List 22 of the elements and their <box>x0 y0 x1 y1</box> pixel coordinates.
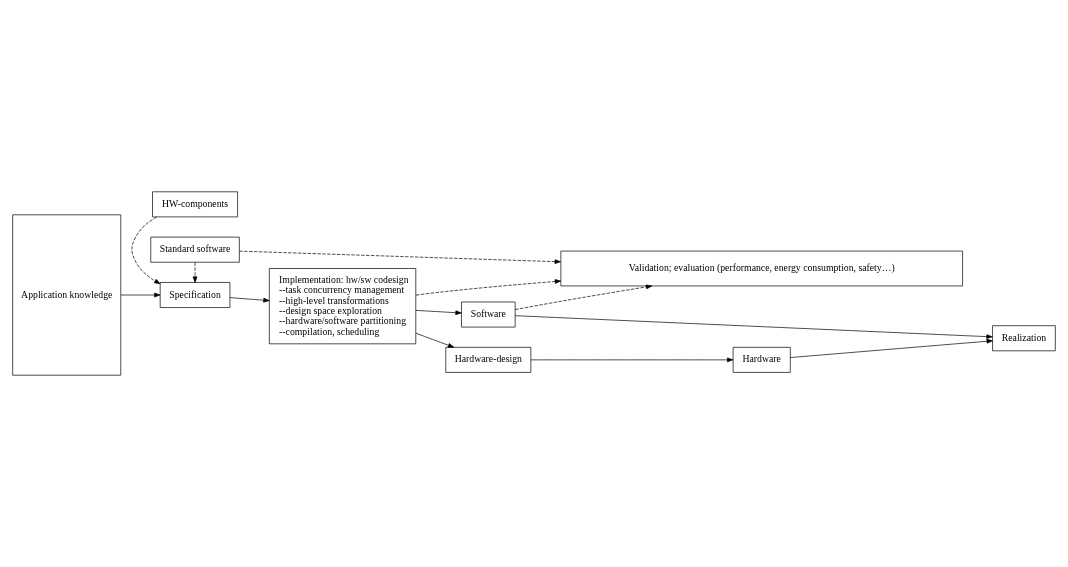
arrow <box>415 279 562 296</box>
arrow <box>131 216 161 285</box>
node-box: Standard software <box>150 236 240 263</box>
node-box: Hardware <box>732 346 791 373</box>
arrow <box>530 357 734 363</box>
node-box: HW-components <box>152 191 238 218</box>
arrow <box>120 292 161 298</box>
node-box: Application knowledge <box>12 214 122 376</box>
node-box: Validation; evaluation (performance, energy consumption, safety…) <box>560 250 963 287</box>
arrow <box>415 332 455 348</box>
arrow <box>229 297 270 303</box>
arrow <box>415 310 462 315</box>
node-box: Software <box>461 301 516 328</box>
arrow <box>514 315 993 339</box>
arrow <box>789 338 993 358</box>
node-box: Implementation: hw/sw codesign --task concurrency management --high-level transformations --design space exploration --hardware/software partitioning --compilation, scheduling <box>268 268 417 345</box>
arrow <box>192 262 198 283</box>
node-box: Realization <box>992 325 1056 352</box>
node-box: Hardware-design <box>445 346 532 373</box>
arrow <box>514 284 653 310</box>
node-box: Specification <box>159 282 231 308</box>
arrow <box>239 250 561 264</box>
